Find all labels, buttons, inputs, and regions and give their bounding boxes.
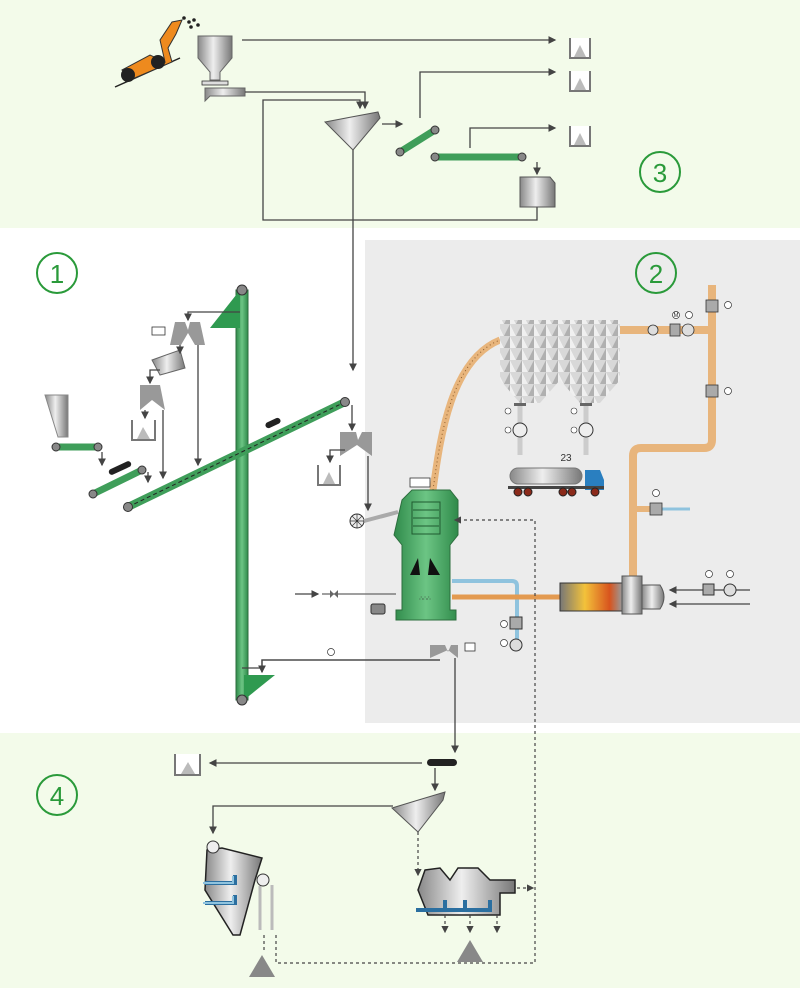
crusher: [519, 176, 556, 208]
svg-text:1: 1: [50, 259, 64, 289]
section-marker-1: 1: [36, 252, 78, 294]
product-pile: [249, 955, 275, 977]
water-pump: [509, 638, 523, 652]
belt-feeder: [427, 759, 457, 766]
flow-line: [262, 99, 538, 221]
classifier-screen: [391, 791, 446, 833]
drive-motor: [370, 603, 386, 615]
zone-4-background: [0, 733, 800, 988]
vertical-roller-mill: ∴∴∴: [393, 477, 459, 621]
flow-lines-zone-1: [98, 311, 372, 512]
recycle-line: [275, 722, 536, 964]
rotary-feeder: [349, 513, 365, 529]
fluid-bed-dryer: [416, 867, 516, 916]
section-marker-4: 4: [36, 774, 78, 816]
flow-line: [419, 68, 557, 118]
product-bin: [569, 71, 591, 92]
magnet-separator-icon: [108, 461, 132, 475]
dryer-discharge-lines: [441, 915, 501, 934]
fuel-valve: [702, 583, 715, 596]
svg-text:M: M: [674, 313, 679, 319]
duct-instruments: [647, 299, 719, 516]
svg-text:23: 23: [560, 453, 572, 464]
flow-line: [209, 805, 393, 835]
svg-text:∴∴∴: ∴∴∴: [419, 596, 431, 602]
silo-discharge-left: [504, 403, 528, 455]
motor-indicators: [327, 301, 734, 656]
hot-gas-duct: [620, 285, 716, 578]
vibrating-screen: [323, 111, 381, 151]
vertical-dryer: [203, 840, 274, 936]
outlet-separator: [430, 642, 476, 658]
svg-text:2: 2: [649, 259, 663, 289]
section-marker-2: 2: [635, 252, 677, 294]
svg-text:4: 4: [50, 781, 64, 811]
bucket-elevator: [210, 284, 275, 706]
product-bin: [569, 38, 591, 59]
fuel-pump: [723, 583, 737, 597]
crusher: [151, 349, 186, 376]
magnet-separator-icon: [265, 417, 281, 429]
product-pile: [457, 940, 483, 962]
belt-conveyor: [430, 152, 527, 162]
water-pipe: [452, 579, 519, 640]
feed-hopper: [197, 35, 246, 103]
flow-line: [245, 91, 369, 110]
inclined-belt-conveyor: [123, 397, 350, 512]
belt-conveyor: [51, 442, 103, 452]
feed-chute: [363, 510, 399, 523]
valve-icon: [330, 590, 338, 598]
filter-silo-left: [500, 320, 620, 380]
zone-3-background: [0, 0, 800, 228]
flow-line: [469, 124, 557, 148]
water-valve: [509, 616, 523, 630]
recycle-line: [453, 516, 536, 722]
product-bin: [317, 465, 341, 486]
separator: [340, 432, 372, 456]
product-bin: [569, 126, 591, 147]
separator: [140, 385, 165, 410]
hot-gas-generator: [559, 575, 665, 615]
silo-discharge-right: [570, 403, 594, 455]
flow-line: [258, 659, 440, 674]
product-bin: [174, 754, 201, 776]
product-bin: [131, 420, 156, 441]
screen-splitter: [151, 322, 205, 345]
wheel-loader-icon: [114, 16, 200, 88]
feed-silo: [44, 394, 69, 438]
filter-silo-hopper: [500, 380, 620, 403]
svg-text:3: 3: [653, 158, 667, 188]
section-marker-3: 3: [639, 151, 681, 193]
belt-conveyor: [395, 125, 440, 157]
belt-conveyor: [88, 465, 147, 499]
tanker-truck-icon: 23: [508, 453, 604, 497]
